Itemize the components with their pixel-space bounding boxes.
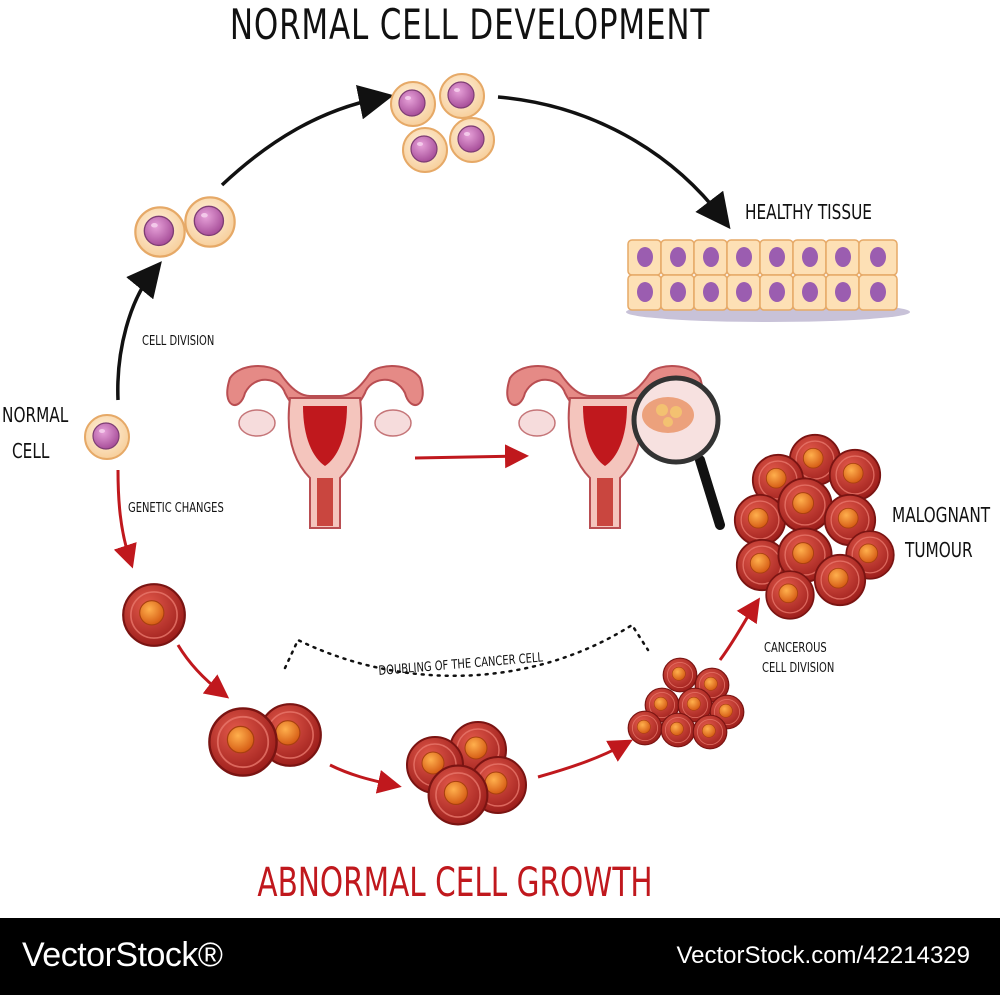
divided-cells — [134, 196, 236, 258]
healthy-tissue — [626, 239, 910, 322]
uterus-healthy — [226, 365, 424, 529]
normal-cell-label-line1: NORMAL — [2, 403, 69, 427]
malignant-tumour — [733, 433, 895, 620]
normal-path-arrows — [116, 84, 731, 401]
abnormal-path-arrows — [113, 444, 760, 794]
malignant-tumour-label-line1: MALOGNANT — [892, 503, 991, 527]
cancer-cells-cluster — [627, 657, 745, 750]
bottom-title: ABNORMAL CELL GROWTH — [257, 860, 653, 906]
genetic-changes-label: GENETIC CHANGES — [128, 501, 224, 516]
cell-division-label: CELL DIVISION — [142, 334, 215, 349]
normal-cell-label-line2: CELL — [12, 439, 50, 463]
malignant-tumour-label-line2: TUMOUR — [905, 538, 973, 562]
page-title: NORMAL CELL DEVELOPMENT — [229, 0, 711, 49]
cancer-cells-two — [208, 703, 322, 777]
cell-cycle-diagram — [84, 73, 910, 826]
four-cells — [390, 73, 495, 173]
cancerous-division-label-line2: CELL DIVISION — [762, 661, 835, 676]
doubling-bracket — [283, 623, 650, 678]
healthy-tissue-label: HEALTHY TISSUE — [745, 200, 872, 224]
footer-bar: VectorStock® VectorStock.com/42214329 — [0, 918, 1000, 995]
normal-cell — [84, 414, 130, 460]
cancer-cell — [122, 583, 186, 647]
footer-brand-logo: VectorStock® — [22, 936, 223, 974]
cancer-cells-four — [406, 721, 527, 826]
cancerous-division-label-line1: CANCEROUS — [764, 641, 827, 656]
footer-image-id: VectorStock.com/42214329 — [676, 942, 970, 969]
magnifier-icon — [631, 375, 725, 530]
